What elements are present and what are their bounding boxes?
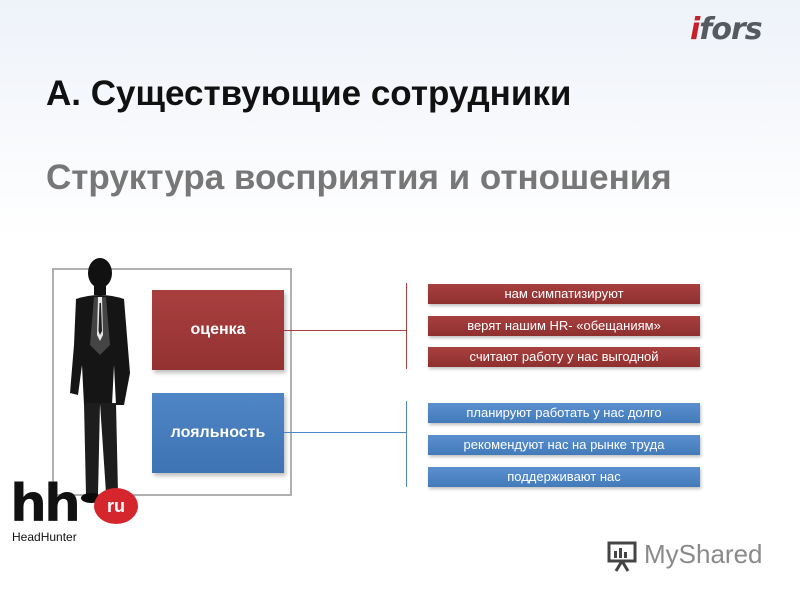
category-label-loyalty: лояльность <box>170 424 266 441</box>
myshared-text: MyShared <box>644 539 763 569</box>
bracket-loyalty <box>406 401 407 487</box>
hh-logo-name: HeadHunter <box>12 530 77 544</box>
page-title: А. Существующие сотрудники <box>46 74 572 113</box>
item-loyalty-2: рекомендуют нас на рынке труда <box>428 435 700 455</box>
myshared-watermark: MyShared <box>606 535 776 575</box>
hh-logo-letters: hh <box>10 474 81 534</box>
headhunter-logo: hh ru HeadHunter <box>10 474 138 548</box>
item-assessment-1: нам симпатизируют <box>428 284 700 304</box>
ifors-logo: ifors <box>690 12 763 47</box>
connector-loyalty <box>284 432 406 433</box>
businessman-silhouette-icon <box>70 258 130 503</box>
item-loyalty-3: поддерживают нас <box>428 467 700 487</box>
category-label-assessment: оценка <box>190 321 246 338</box>
item-assessment-2: верят нашим HR- «обещаниям» <box>428 316 700 336</box>
category-box-assessment: оценка <box>152 290 284 370</box>
item-assessment-3: считают работу у нас выгодной <box>428 347 700 367</box>
page-subtitle: Структура восприятия и отношения <box>46 158 672 197</box>
presentation-board-icon <box>607 541 637 572</box>
diagram-frame <box>52 268 292 496</box>
item-loyalty-1: планируют работать у нас долго <box>428 403 700 423</box>
hh-logo-badge: ru <box>94 488 138 524</box>
category-box-loyalty: лояльность <box>152 393 284 473</box>
bracket-assessment <box>406 283 407 369</box>
connector-assessment <box>284 330 406 331</box>
